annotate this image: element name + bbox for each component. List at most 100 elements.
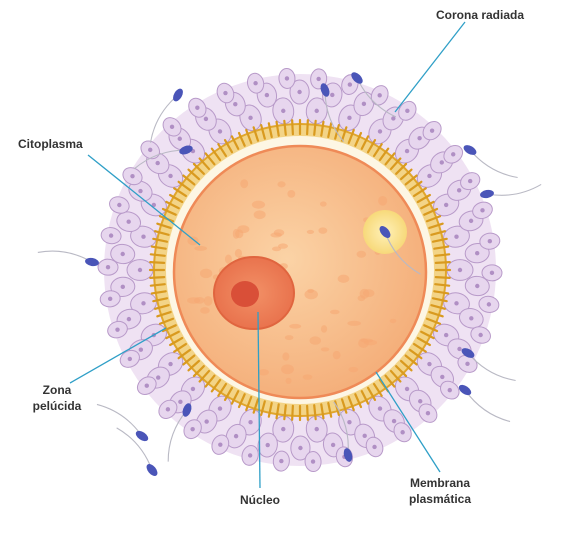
cytoplasm-granule	[281, 364, 294, 374]
corona-cell-nucleus	[168, 362, 172, 366]
corona-cell-nucleus	[347, 420, 351, 424]
cytoplasm-granule	[272, 247, 281, 252]
corona-cell-nucleus	[475, 284, 479, 288]
corona-cell-nucleus	[265, 93, 269, 97]
leader-corona-radiada	[395, 22, 465, 112]
corona-cell-nucleus	[427, 174, 431, 178]
corona-cell-nucleus	[126, 219, 130, 223]
corona-cell-nucleus	[454, 301, 458, 305]
corona-cell-nucleus	[121, 252, 125, 256]
corona-cell-nucleus	[451, 152, 455, 156]
corona-cell-nucleus	[178, 137, 182, 141]
sperm-tail	[470, 150, 518, 178]
corona-cell-nucleus	[465, 362, 469, 366]
corona-cell-nucleus	[378, 129, 382, 133]
corona-cell-nucleus	[377, 93, 381, 97]
cytoplasm-granule	[270, 233, 281, 238]
zona-projection	[150, 277, 164, 278]
corona-cell-nucleus	[285, 76, 289, 80]
zona-projection	[435, 254, 449, 255]
cytoplasm-granule	[303, 374, 313, 379]
corona-cell-nucleus	[248, 116, 252, 120]
zona-projection	[284, 405, 285, 419]
cytoplasm-granule	[347, 321, 361, 326]
cytoplasm-granule	[307, 230, 314, 234]
corona-cell-nucleus	[204, 419, 208, 423]
corona-cell-nucleus	[330, 93, 334, 97]
cytoplasm-granule	[310, 336, 321, 344]
corona-cell-nucleus	[141, 301, 145, 305]
corona-cell-nucleus	[218, 406, 222, 410]
cytoplasm-granule	[277, 181, 285, 187]
corona-cell-nucleus	[223, 91, 227, 95]
corona-cell-nucleus	[195, 106, 199, 110]
corona-cell-nucleus	[234, 434, 238, 438]
cytoplasm-granule	[200, 307, 210, 314]
cytoplasm-granule	[285, 335, 294, 340]
cytoplasm-granule	[204, 296, 213, 306]
corona-cell-nucleus	[139, 348, 143, 352]
corona-cell-nucleus	[405, 387, 409, 391]
zona-projection	[436, 262, 450, 263]
corona-cell-nucleus	[331, 443, 335, 447]
corona-cell-nucleus	[480, 208, 484, 212]
zona-projection	[314, 405, 315, 419]
cytoplasm-granule	[349, 367, 359, 372]
corona-cell-nucleus	[430, 128, 434, 132]
corona-cell-nucleus	[297, 90, 301, 94]
corona-cell-nucleus	[454, 235, 458, 239]
corona-cell-nucleus	[127, 317, 131, 321]
zona-projection	[307, 120, 308, 134]
cytoplasm-granule	[358, 338, 369, 348]
corona-cell-nucleus	[279, 459, 283, 463]
corona-cell-nucleus	[130, 174, 134, 178]
sperm-tail	[117, 428, 152, 470]
corona-cell-nucleus	[141, 235, 145, 239]
corona-cell-nucleus	[108, 297, 112, 301]
corona-cell-nucleus	[109, 233, 113, 237]
corona-cell-nucleus	[168, 174, 172, 178]
corona-cell-nucleus	[362, 102, 366, 106]
corona-cell-nucleus	[233, 102, 237, 106]
zona-projection	[284, 121, 285, 135]
corona-cell-nucleus	[362, 434, 366, 438]
cytoplasm-granule	[282, 352, 289, 360]
corona-cell-nucleus	[218, 442, 222, 446]
label-nucleo: Núcleo	[228, 493, 292, 507]
label-membrana-line2: plasmática	[400, 492, 480, 506]
corona-cell-nucleus	[448, 388, 452, 392]
corona-cell-nucleus	[298, 446, 302, 450]
corona-cell-nucleus	[121, 285, 125, 289]
corona-cell-nucleus	[148, 148, 152, 152]
cytoplasm-granule	[338, 275, 350, 283]
label-zona-pelucida-line1: Zona	[22, 383, 92, 397]
corona-cell-nucleus	[218, 129, 222, 133]
corona-cell-nucleus	[155, 161, 159, 165]
cytoplasm-granule	[307, 289, 314, 293]
corona-cell-nucleus	[469, 316, 473, 320]
corona-cell-nucleus	[444, 203, 448, 207]
cytoplasm-granule	[390, 319, 397, 323]
cytoplasm-granule	[378, 196, 387, 206]
cytoplasm-granule	[200, 269, 212, 278]
cytoplasm-granule	[285, 378, 291, 384]
corona-cell-nucleus	[190, 427, 194, 431]
corona-cell-nucleus	[490, 271, 494, 275]
cytoplasm-granule	[187, 297, 200, 303]
sperm-tail	[38, 251, 92, 262]
corona-cell-nucleus	[487, 302, 491, 306]
cytoplasm-granule	[194, 246, 207, 251]
corona-cell-nucleus	[138, 189, 142, 193]
zona-projection	[151, 284, 165, 285]
corona-cell-nucleus	[488, 239, 492, 243]
corona-cell-nucleus	[315, 109, 319, 113]
zona-projection	[314, 121, 315, 135]
corona-cell-nucleus	[426, 411, 430, 415]
corona-cell-nucleus	[178, 400, 182, 404]
cytoplasm-granule	[289, 324, 301, 329]
corona-cell-nucleus	[128, 357, 132, 361]
cytoplasm-granule	[330, 310, 340, 315]
corona-cell-nucleus	[400, 430, 404, 434]
sperm-head	[457, 383, 473, 398]
corona-cell-nucleus	[117, 203, 121, 207]
